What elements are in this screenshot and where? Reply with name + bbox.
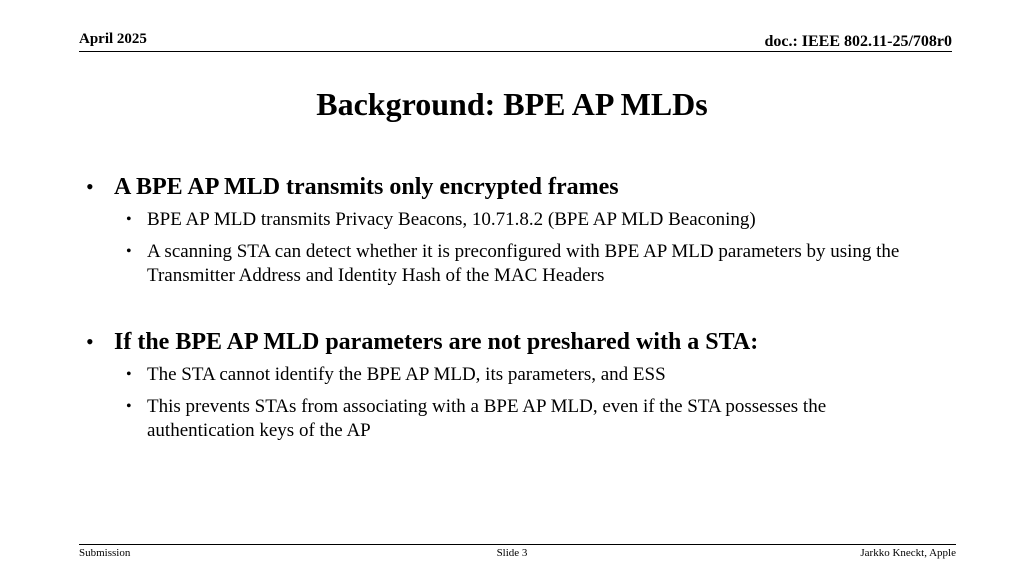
bullet-level1: If the BPE AP MLD parameters are not pre… [114, 329, 759, 355]
sub-bullet-marker: • [126, 243, 132, 260]
bullet-marker: • [86, 174, 94, 199]
sub-bullet-marker: • [126, 211, 132, 228]
sub-bullet-marker: • [126, 398, 132, 415]
footer-submission: Submission [79, 547, 131, 559]
header-doc-id: doc.: IEEE 802.11-25/708r0 [764, 33, 952, 50]
bullet-marker: • [86, 329, 94, 354]
bullet-level2: This prevents STAs from associating with… [147, 396, 827, 441]
bullet-level2: BPE AP MLD transmits Privacy Beacons, 10… [147, 209, 756, 230]
footer-author: Jarkko Kneckt, Apple [860, 547, 956, 559]
slide-title: Background: BPE AP MLDs [316, 86, 708, 122]
bullet-level2: A scanning STA can detect whether it is … [147, 241, 900, 286]
header-divider [79, 51, 952, 52]
footer-slide-number: Slide 3 [496, 547, 528, 559]
header-date: April 2025 [79, 31, 147, 47]
bullet-level2: The STA cannot identify the BPE AP MLD, … [147, 364, 666, 385]
footer-divider [79, 544, 956, 545]
bullet-level1: A BPE AP MLD transmits only encrypted fr… [114, 174, 619, 200]
sub-bullet-marker: • [126, 366, 132, 383]
